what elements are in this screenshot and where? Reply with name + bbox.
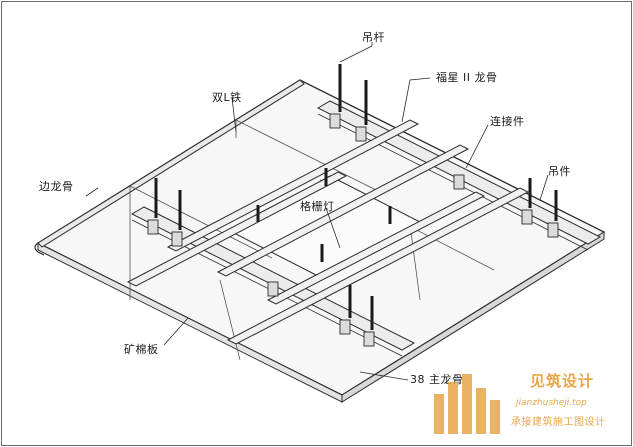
leader-lines [85, 42, 549, 381]
ceiling-right-edge [341, 231, 605, 403]
label-hanger-rod: 吊杆 [362, 31, 385, 44]
watermark-logo [434, 374, 500, 434]
watermark-url: jianzhusheji.top [516, 398, 587, 408]
label-mineral-board: 矿棉板 [124, 343, 159, 356]
edge-keel-lip [34, 242, 45, 256]
label-connector: 连接件 [490, 115, 525, 128]
fuxing-keels [126, 119, 530, 345]
watermark-subtitle: 承接建筑施工图设计 [511, 417, 606, 428]
watermark-title: 见筑设计 [530, 372, 595, 390]
label-fuxing-keel: 福星 II 龙骨 [436, 71, 498, 84]
label-grille-light: 格栅灯 [300, 200, 335, 213]
label-edge-keel: 边龙骨 [39, 180, 74, 193]
keel-connectors [147, 113, 559, 347]
label-hanger-piece: 吊件 [548, 165, 571, 178]
label-double-l-iron: 双L铁 [212, 91, 242, 104]
hanger-rods [154, 64, 558, 330]
edge-keel [37, 79, 305, 248]
